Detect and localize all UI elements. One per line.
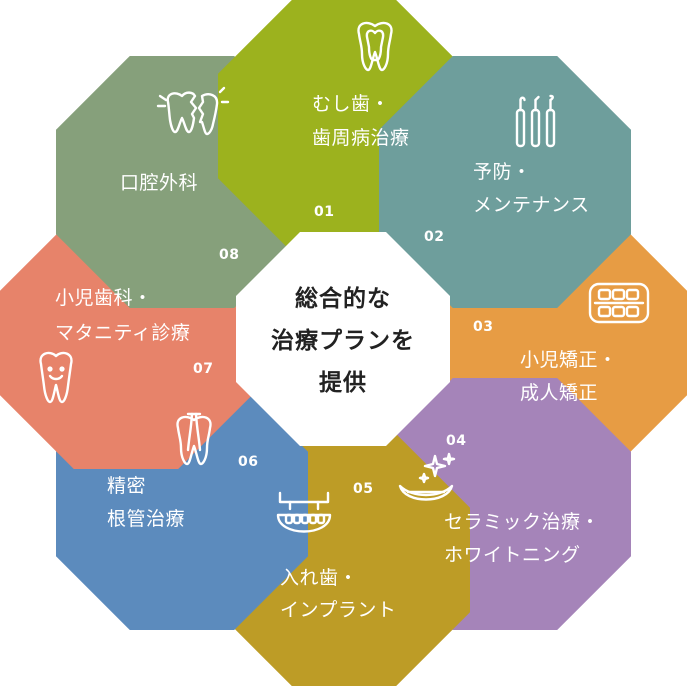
number-01: 01 (314, 204, 334, 220)
sparkling-smile-icon (398, 452, 456, 501)
label-04-line-2: ホワイトニング (444, 544, 581, 566)
denture-icon (276, 491, 332, 533)
label-02-line-1: 予防・ (473, 161, 532, 183)
smiling-tooth-icon (39, 351, 73, 404)
label-03-line-2: 成人矯正 (520, 382, 598, 404)
label-01-line-2: 歯周病治療 (312, 127, 410, 149)
root-canal-icon (176, 412, 212, 466)
label-02-line-2: メンテナンス (473, 194, 590, 216)
label-07-line-1: 小児歯科・ (55, 287, 153, 309)
label-05-line-1: 入れ歯・ (280, 567, 358, 589)
tooth-root-icon (357, 21, 393, 72)
number-04: 04 (446, 433, 466, 449)
label-01-line-1: むし歯・ (312, 93, 390, 115)
number-08: 08 (219, 247, 239, 263)
label-08-line-1: 口腔外科 (120, 172, 198, 194)
label-06-line-2: 根管治療 (107, 508, 185, 530)
braces-icon (588, 282, 650, 324)
broken-tooth-icon (156, 86, 230, 136)
label-05-line-2: インプラント (280, 599, 396, 621)
label-03-line-1: 小児矯正・ (520, 349, 618, 371)
number-03: 03 (473, 319, 493, 335)
dental-tools-icon (515, 94, 556, 148)
number-06: 06 (238, 454, 258, 470)
label-07-line-2: マタニティ診療 (55, 322, 190, 344)
center-line-2: 治療プランを (271, 327, 415, 354)
label-04-line-1: セラミック治療・ (444, 511, 600, 533)
center-line-3: 提供 (319, 369, 367, 396)
center-line-1: 総合的な (295, 285, 391, 312)
number-02: 02 (424, 229, 444, 245)
label-06-line-1: 精密 (107, 475, 146, 497)
number-05: 05 (353, 481, 373, 497)
octagon-02 (379, 56, 631, 308)
center-octagon (236, 232, 450, 446)
number-07: 07 (193, 361, 213, 377)
